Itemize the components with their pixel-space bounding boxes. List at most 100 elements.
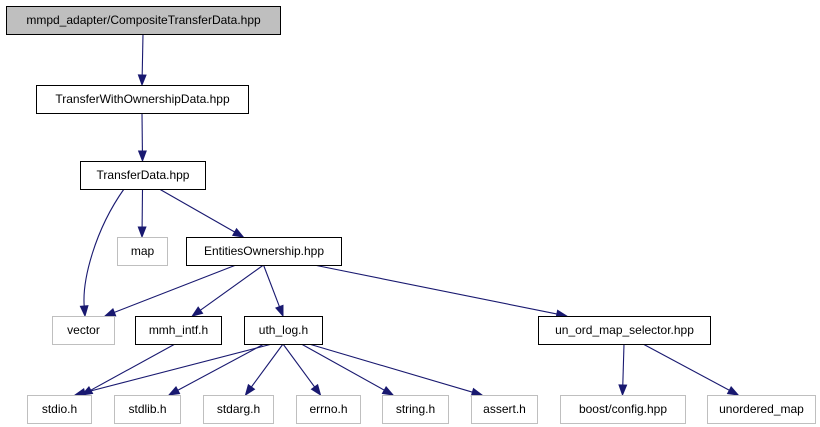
node-box <box>36 85 249 114</box>
arrowhead <box>310 383 322 397</box>
edge-line <box>282 343 316 389</box>
edge-uth-log-to-stdarg <box>244 343 284 397</box>
edge-transfer-with-ownership-to-transfer-data <box>137 112 147 163</box>
node-label: mmh_intf.h <box>149 323 208 337</box>
node-map: map <box>117 237 168 266</box>
node-label: TransferWithOwnershipData.hpp <box>55 92 230 106</box>
node-transfer-data[interactable]: TransferData.hpp <box>80 161 206 190</box>
edge-uth-log-to-stdlib <box>167 343 265 396</box>
edge-mmh-intf-to-stdio <box>80 343 176 396</box>
node-box <box>52 316 115 345</box>
node-label: EntitiesOwnership.hpp <box>204 244 324 258</box>
node-box <box>244 316 323 345</box>
edge-root-to-transfer-with-ownership <box>137 33 147 87</box>
edge-entities-ownership-to-vector <box>103 264 237 317</box>
edge-line <box>308 343 474 393</box>
arrowhead <box>103 307 117 317</box>
edge-line <box>176 343 265 392</box>
edge-un-ord-map-selector-to-unordered-map <box>642 343 740 396</box>
edge-entities-ownership-to-uth-log <box>262 264 284 318</box>
node-label: unordered_map <box>719 402 804 416</box>
node-label: stdlib.h <box>128 402 166 416</box>
node-transfer-with-ownership[interactable]: TransferWithOwnershipData.hpp <box>36 85 249 114</box>
edges-layer <box>73 33 740 397</box>
node-uth-log[interactable]: uth_log.h <box>244 316 323 345</box>
node-label: mmpd_adapter/CompositeTransferData.hpp <box>26 13 261 27</box>
edge-line <box>250 343 284 389</box>
edge-transfer-data-to-entities-ownership <box>159 188 245 238</box>
node-box <box>560 395 686 424</box>
edge-entities-ownership-to-un-ord-map-selector <box>313 264 569 319</box>
node-label: boost/config.hpp <box>579 402 667 416</box>
edge-line <box>301 343 386 392</box>
arrowhead <box>137 226 147 239</box>
nodes-layer: mmpd_adapter/CompositeTransferData.hppTr… <box>6 6 816 424</box>
node-assert: assert.h <box>471 395 538 424</box>
arrowhead <box>79 305 89 318</box>
edge-uth-log-to-stdio <box>73 343 273 397</box>
node-box <box>80 161 206 190</box>
edge-un-ord-map-selector-to-boost-config <box>618 343 628 397</box>
node-box <box>382 395 449 424</box>
node-box <box>186 237 342 266</box>
arrowhead <box>470 387 484 397</box>
arrowhead <box>167 386 181 396</box>
node-box <box>296 395 361 424</box>
node-root[interactable]: mmpd_adapter/CompositeTransferData.hpp <box>6 6 281 35</box>
edge-uth-log-to-errno <box>282 343 322 397</box>
node-label: un_ord_map_selector.hpp <box>555 323 694 337</box>
node-label: stdio.h <box>42 402 77 416</box>
edge-line <box>83 188 125 308</box>
node-label: string.h <box>396 402 435 416</box>
node-vector: vector <box>52 316 115 345</box>
node-box <box>114 395 181 424</box>
arrowhead <box>275 304 284 318</box>
arrowhead <box>137 74 147 87</box>
node-label: errno.h <box>309 402 347 416</box>
arrowhead <box>191 306 204 317</box>
edge-entities-ownership-to-mmh-intf <box>191 264 264 317</box>
node-entities-ownership[interactable]: EntitiesOwnership.hpp <box>186 237 342 266</box>
arrowhead <box>231 227 245 238</box>
node-label: stdarg.h <box>217 402 260 416</box>
edge-line <box>141 33 144 77</box>
node-errno: errno.h <box>296 395 361 424</box>
arrowhead <box>381 385 395 396</box>
node-label: uth_log.h <box>259 323 308 337</box>
node-label: assert.h <box>483 402 526 416</box>
node-box <box>6 6 281 35</box>
node-stdarg: stdarg.h <box>203 395 274 424</box>
node-label: vector <box>67 323 100 337</box>
node-un-ord-map-selector[interactable]: un_ord_map_selector.hpp <box>538 316 711 345</box>
node-mmh-intf[interactable]: mmh_intf.h <box>135 316 222 345</box>
node-stdio: stdio.h <box>27 395 92 424</box>
node-stdlib: stdlib.h <box>114 395 181 424</box>
edge-line <box>313 264 558 315</box>
node-box <box>707 395 816 424</box>
edge-line <box>199 264 264 312</box>
node-box <box>538 316 711 345</box>
node-label: map <box>131 244 155 258</box>
edge-transfer-data-to-vector <box>79 188 125 318</box>
edge-line <box>83 343 273 394</box>
edge-line <box>262 264 281 308</box>
edge-uth-log-to-string <box>301 343 395 396</box>
node-box <box>203 395 274 424</box>
node-box <box>471 395 538 424</box>
arrowhead <box>726 386 740 396</box>
edge-uth-log-to-assert <box>308 343 484 397</box>
edge-line <box>642 343 731 392</box>
edge-line <box>113 264 237 314</box>
edge-transfer-data-to-map <box>137 188 147 239</box>
arrowhead <box>137 150 147 163</box>
node-label: TransferData.hpp <box>97 168 190 182</box>
edge-line <box>622 343 625 387</box>
edge-line <box>89 343 176 392</box>
node-box <box>117 237 168 266</box>
node-boost-config: boost/config.hpp <box>560 395 686 424</box>
node-box <box>27 395 92 424</box>
node-unordered-map: unordered_map <box>707 395 816 424</box>
arrowhead <box>618 384 628 397</box>
arrowhead <box>244 383 256 397</box>
